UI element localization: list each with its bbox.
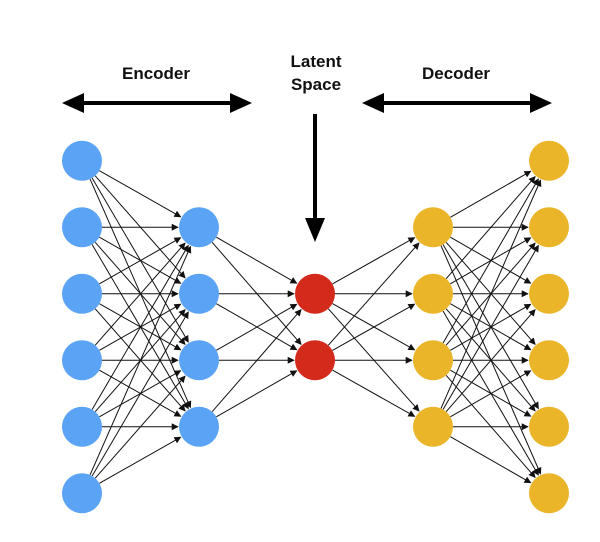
- edge-decoder-hidden-0-to-0: [450, 170, 532, 218]
- decoder-output-node-4: [529, 406, 569, 447]
- edge-encoder-input-3-to-0: [94, 242, 186, 346]
- edge-encoder-input-0-to-0: [99, 170, 182, 218]
- encoder-hidden-node-0: [179, 207, 219, 248]
- edge-decoder-hidden-3-to-0: [440, 179, 542, 409]
- latent-node-1: [295, 340, 335, 381]
- decoder-hidden-node-3: [413, 406, 453, 447]
- encoder-input-node-1: [62, 207, 102, 248]
- encoder-input-node-3: [62, 340, 102, 381]
- edge-encoder-input-5-to-1: [91, 311, 189, 477]
- decoder-output-node-0: [529, 140, 569, 181]
- decoder-output-node-5: [529, 473, 569, 514]
- edge-encoder-input-5-to-3: [99, 436, 182, 484]
- edge-decoder-hidden-1-to-0: [445, 176, 536, 280]
- edge-latent-1-to-3: [332, 369, 416, 417]
- encoder-input-node-0: [62, 140, 102, 181]
- encoder-hidden-node-3: [179, 406, 219, 447]
- edge-decoder-hidden-3-to-5: [450, 436, 532, 484]
- decoder-hidden-node-2: [413, 340, 453, 381]
- decoder-output-node-3: [529, 340, 569, 381]
- latent-node-0: [295, 273, 335, 314]
- encoder-input-node-5: [62, 473, 102, 514]
- edge-encoder-input-5-to-0: [89, 245, 192, 476]
- decoder-hidden-node-0: [413, 207, 453, 248]
- edge-decoder-hidden-3-to-3: [450, 370, 532, 418]
- edge-decoder-hidden-3-to-1: [442, 244, 539, 410]
- latent-pointer-arrow: [305, 114, 325, 242]
- edge-encoder-input-4-to-0: [91, 244, 189, 410]
- network-nodes: [62, 140, 569, 514]
- edge-encoder-input-2-to-0: [99, 237, 182, 285]
- decoder-output-node-2: [529, 273, 569, 314]
- edge-latent-0-to-0: [332, 237, 416, 285]
- encoder-label: Encoder: [122, 64, 190, 83]
- encoder-input-node-4: [62, 406, 102, 447]
- decoder-label: Decoder: [422, 64, 490, 83]
- edge-encoder-hidden-3-to-0: [211, 309, 302, 413]
- connection-edges: [89, 170, 542, 484]
- edge-latent-1-to-0: [327, 242, 420, 346]
- latent-label-line2: Space: [291, 75, 341, 94]
- encoder-hidden-node-2: [179, 340, 219, 381]
- edge-encoder-input-5-to-2: [94, 375, 186, 479]
- edge-decoder-hidden-2-to-0: [442, 178, 539, 344]
- latent-label-line1: Latent: [291, 52, 342, 71]
- encoder-hidden-node-1: [179, 273, 219, 314]
- edge-encoder-hidden-2-to-0: [216, 303, 298, 351]
- edge-encoder-hidden-3-to-1: [216, 370, 298, 418]
- encoder-span-arrow: [62, 93, 252, 113]
- encoder-input-node-2: [62, 273, 102, 314]
- edge-latent-1-to-1: [332, 303, 416, 351]
- edge-encoder-hidden-0-to-0: [216, 236, 298, 284]
- edge-decoder-hidden-3-to-2: [445, 309, 536, 413]
- decoder-hidden-node-1: [413, 273, 453, 314]
- decoder-output-node-1: [529, 207, 569, 248]
- decoder-span-arrow: [362, 93, 552, 113]
